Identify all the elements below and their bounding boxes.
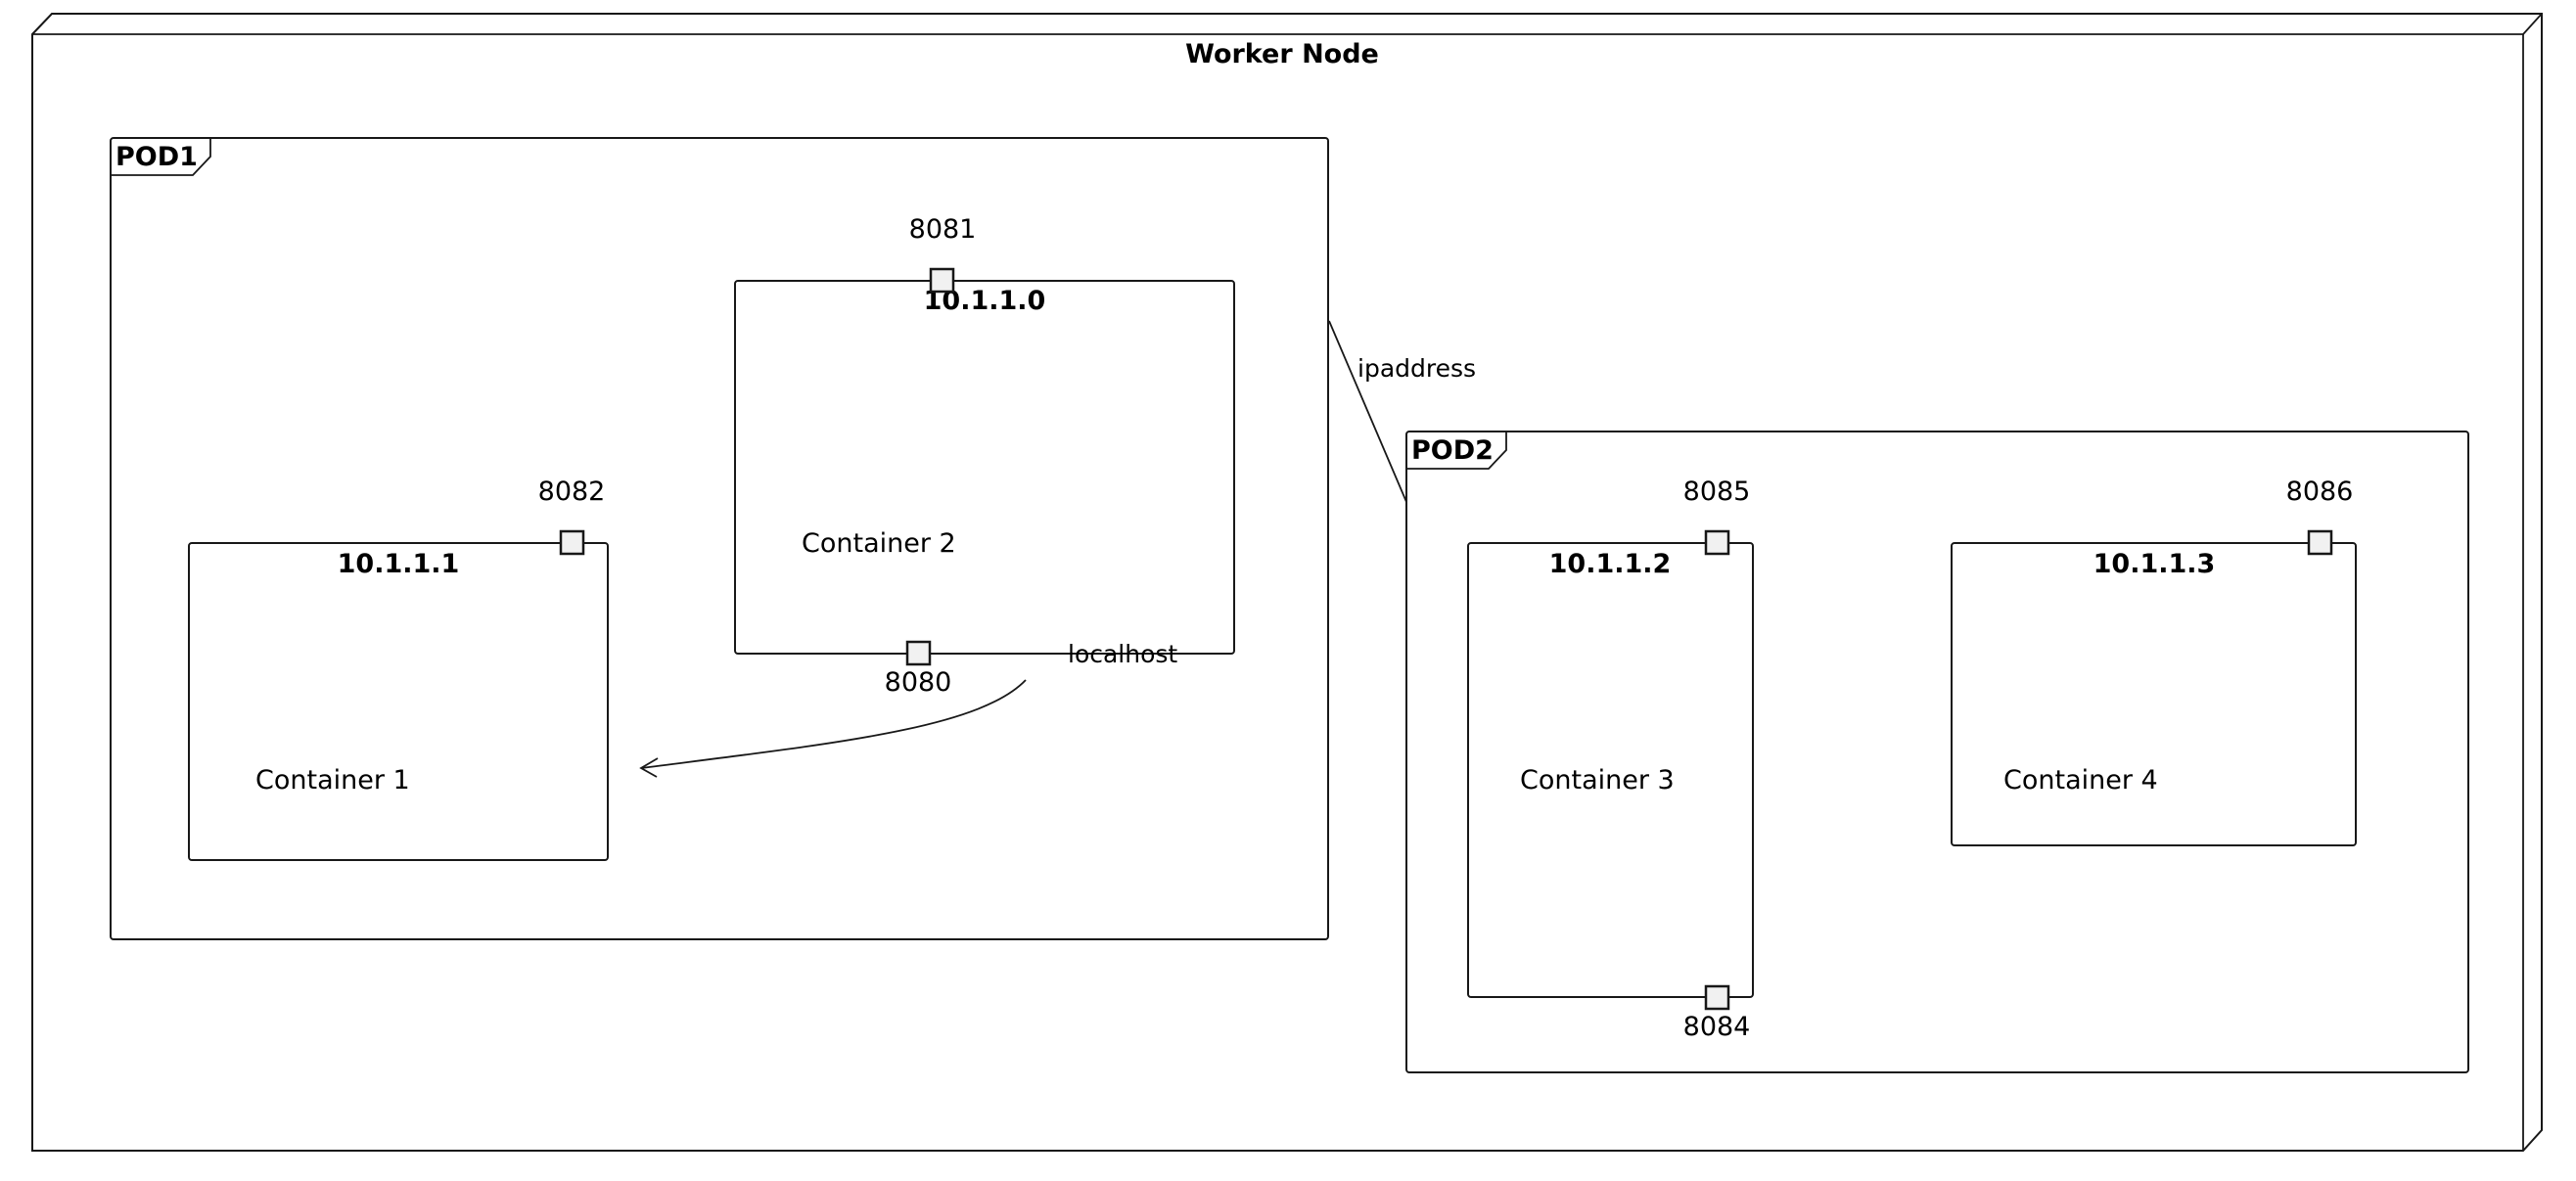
ipaddress-label: ipaddress [1357,354,1476,383]
container-3: 10.1.1.2 Container 3 [1467,542,1754,998]
pod2-label: POD2 [1411,435,1494,466]
container-2-name: Container 2 [802,528,956,559]
port-8086: 8086 [2286,477,2354,556]
port-8081-label: 8081 [909,214,977,245]
port-8082-label: 8082 [538,477,606,507]
container-4-ip: 10.1.1.3 [2093,549,2216,579]
port-8084: 8084 [1683,984,1751,1042]
localhost-link: localhost [639,640,1177,778]
container-4-name: Container 4 [2003,765,2158,795]
container-3-name: Container 3 [1520,765,1675,795]
worker-node-title: Worker Node [1185,39,1379,69]
port-8085-label: 8085 [1683,477,1751,507]
container-3-ip: 10.1.1.2 [1549,549,1672,579]
container-1-name: Container 1 [255,765,410,795]
port-8082: 8082 [538,477,606,556]
container-4: 10.1.1.3 Container 4 [1951,542,2357,846]
port-8080: 8080 [885,640,952,698]
port-8080-label: 8080 [885,667,952,698]
ipaddress-link: ipaddress [1328,320,1476,503]
pod1-label: POD1 [115,142,198,172]
port-8085: 8085 [1683,477,1751,556]
container-1-ip: 10.1.1.1 [338,549,460,579]
port-8084-label: 8084 [1683,1012,1751,1042]
container-1: 10.1.1.1 Container 1 [188,542,609,861]
container-2: 10.1.1.0 Container 2 [734,280,1235,655]
port-8086-label: 8086 [2286,477,2354,507]
localhost-label: localhost [1068,640,1177,668]
port-8081: 8081 [909,214,977,294]
